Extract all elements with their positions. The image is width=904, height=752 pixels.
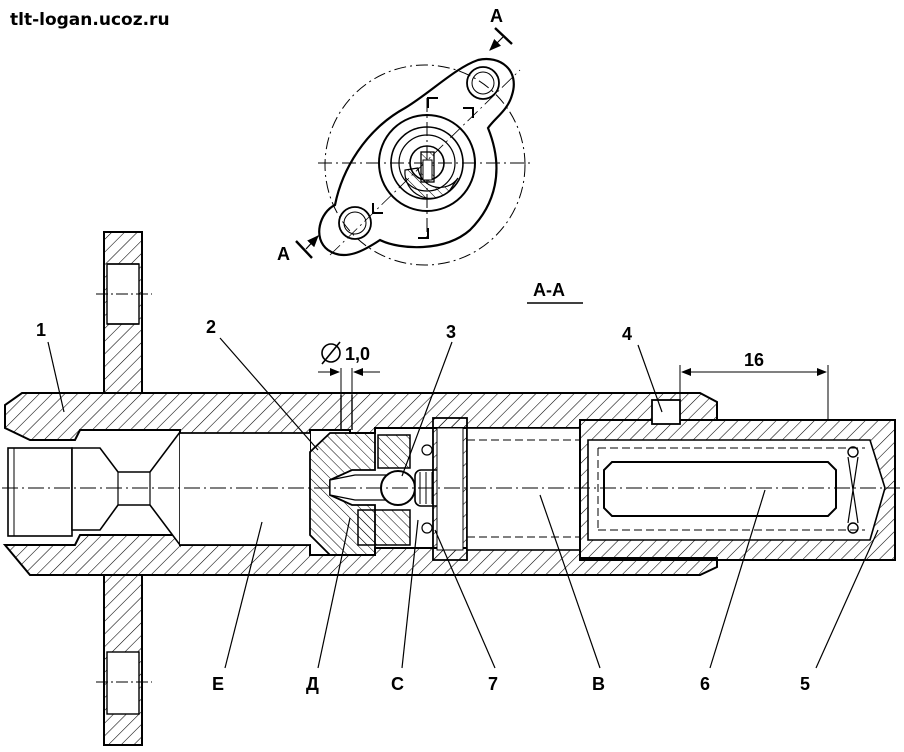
top-view: A A <box>277 6 530 266</box>
cut-mark-bottom: A <box>277 244 290 264</box>
callout-5: 5 <box>800 674 810 694</box>
callout-E: Е <box>212 674 224 694</box>
bolt-hole-bottom <box>338 206 372 240</box>
bolt-hole-top <box>466 66 500 100</box>
callout-1: 1 <box>36 320 46 340</box>
callout-4: 4 <box>622 324 632 344</box>
watermark: tlt-logan.ucoz.ru <box>10 10 170 30</box>
callout-7: 7 <box>488 674 498 694</box>
callout-B: В <box>592 674 605 694</box>
callout-6: 6 <box>700 674 710 694</box>
dim-length: 16 <box>744 350 764 370</box>
dim-diameter: 1,0 <box>345 344 370 364</box>
section-title: А-А <box>533 280 565 300</box>
callout-C: С <box>391 674 404 694</box>
callout-3: 3 <box>446 322 456 342</box>
callout-D: Д <box>306 674 319 694</box>
inner-piston <box>603 461 837 517</box>
section-view <box>2 231 900 746</box>
cut-mark-top: A <box>490 6 503 26</box>
boss-outer <box>378 114 476 212</box>
callout-leaders <box>47 337 879 669</box>
flange-outline <box>318 57 515 257</box>
dimensions: 1,0 16 <box>318 341 829 420</box>
callout-2: 2 <box>206 317 216 337</box>
